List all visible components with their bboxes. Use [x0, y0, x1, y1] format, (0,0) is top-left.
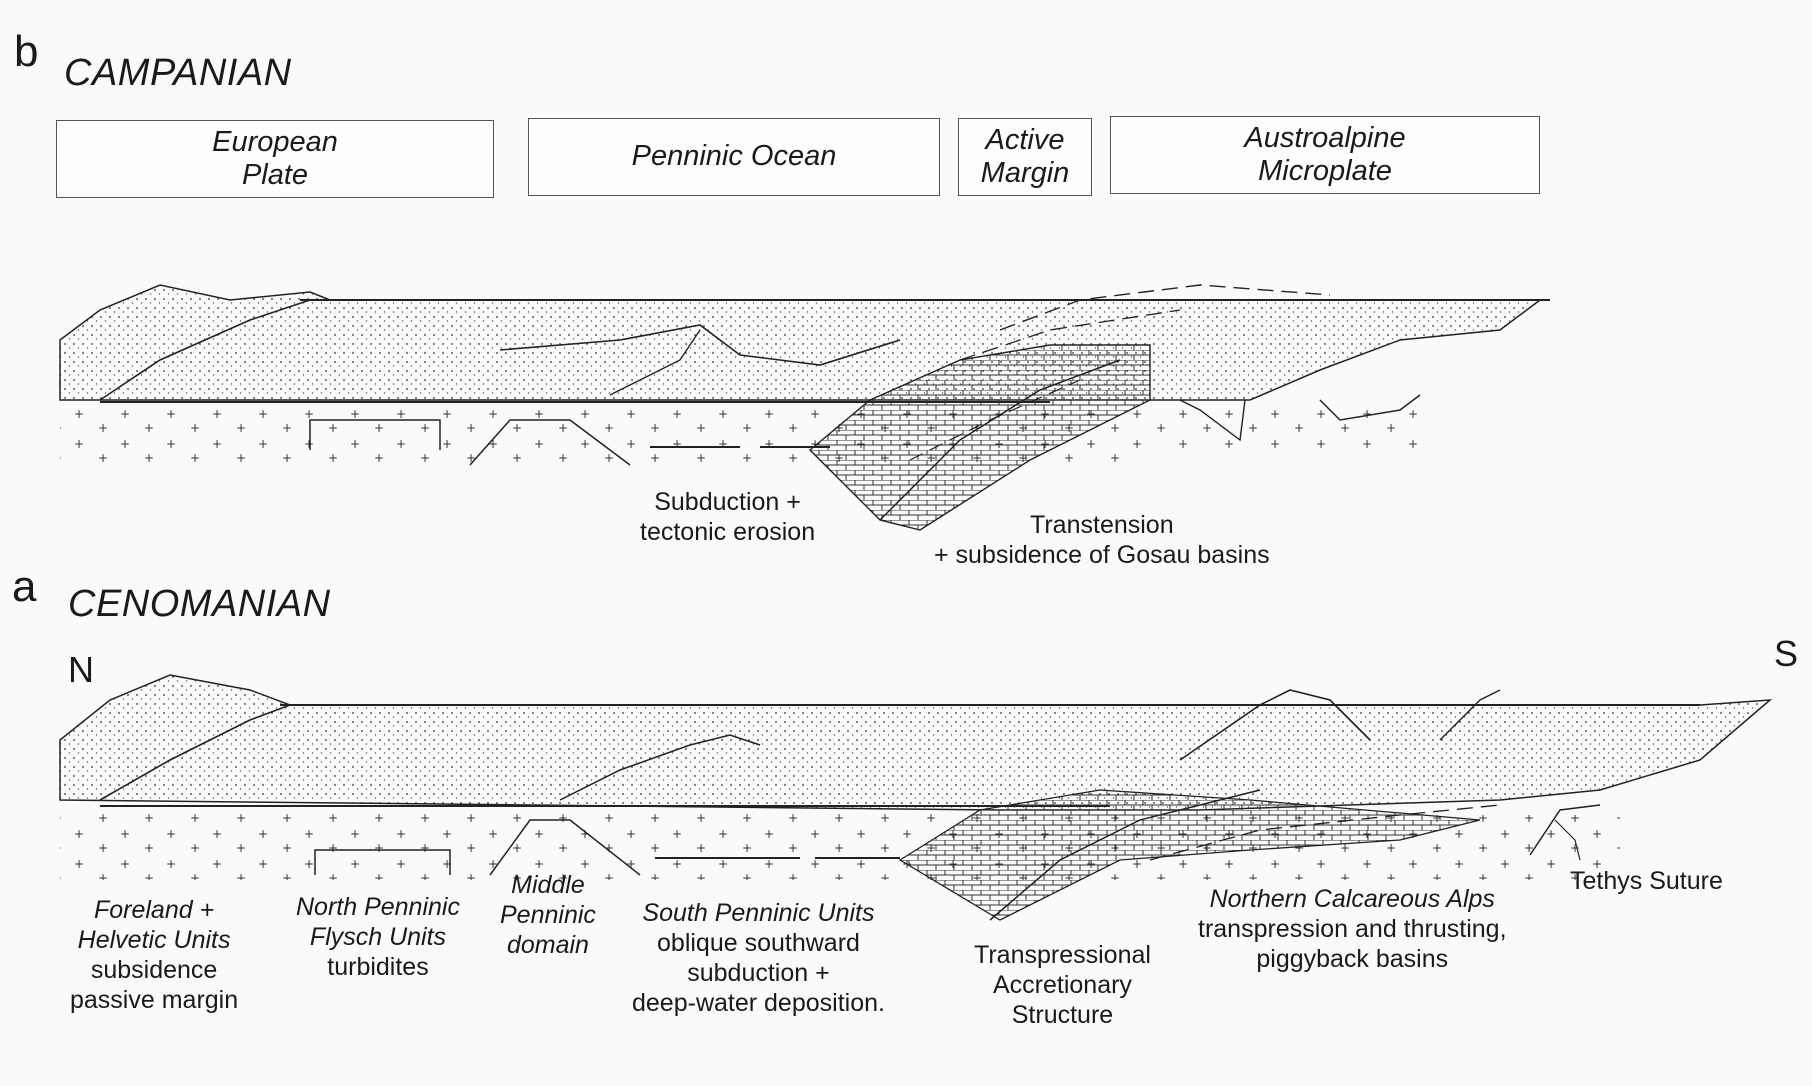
label-line: Structure: [974, 1000, 1151, 1030]
label-title: domain: [500, 930, 596, 960]
north-marker: N: [68, 652, 94, 688]
label-desc: subduction +: [632, 958, 885, 988]
south-marker: S: [1774, 636, 1798, 672]
label-north-penninic: North Penninic Flysch Units turbidites: [296, 892, 460, 982]
label-line: Transtension: [934, 510, 1270, 540]
label-line: + subsidence of Gosau basins: [934, 540, 1270, 570]
label-foreland-helvetic: Foreland + Helvetic Units subsidence pas…: [70, 895, 238, 1015]
cenomanian-section: [60, 675, 1770, 920]
label-title: Northern Calcareous Alps: [1198, 884, 1507, 914]
label-desc: deep-water deposition.: [632, 988, 885, 1018]
panel-a-period-title: CENOMANIAN: [68, 585, 331, 623]
label-line: Transpressional: [974, 940, 1151, 970]
label-desc: passive margin: [70, 985, 238, 1015]
label-line: Tethys Suture: [1570, 866, 1723, 896]
label-south-penninic: South Penninic Units oblique southward s…: [632, 898, 885, 1018]
label-desc: transpression and thrusting,: [1198, 914, 1507, 944]
label-transtension: Transtension + subsidence of Gosau basin…: [934, 510, 1270, 570]
label-title: Middle: [500, 870, 596, 900]
panel-a-letter: a: [12, 565, 36, 609]
label-northern-calcareous-alps: Northern Calcareous Alps transpression a…: [1198, 884, 1507, 974]
label-title: Helvetic Units: [70, 925, 238, 955]
label-tethys-suture: Tethys Suture: [1570, 866, 1723, 896]
label-line: tectonic erosion: [640, 517, 815, 547]
label-middle-penninic: Middle Penninic domain: [500, 870, 596, 960]
label-title: South Penninic Units: [632, 898, 885, 928]
label-title: Flysch Units: [296, 922, 460, 952]
label-title: Penninic: [500, 900, 596, 930]
label-desc: oblique southward: [632, 928, 885, 958]
label-title: North Penninic: [296, 892, 460, 922]
label-transpressional-accretionary: Transpressional Accretionary Structure: [974, 940, 1151, 1030]
label-line: Accretionary: [974, 970, 1151, 1000]
label-title: Foreland +: [70, 895, 238, 925]
label-desc: subsidence: [70, 955, 238, 985]
label-desc: turbidites: [296, 952, 460, 982]
label-line: Subduction +: [640, 487, 815, 517]
label-subduction-tectonic-erosion: Subduction + tectonic erosion: [640, 487, 815, 547]
label-desc: piggyback basins: [1198, 944, 1507, 974]
